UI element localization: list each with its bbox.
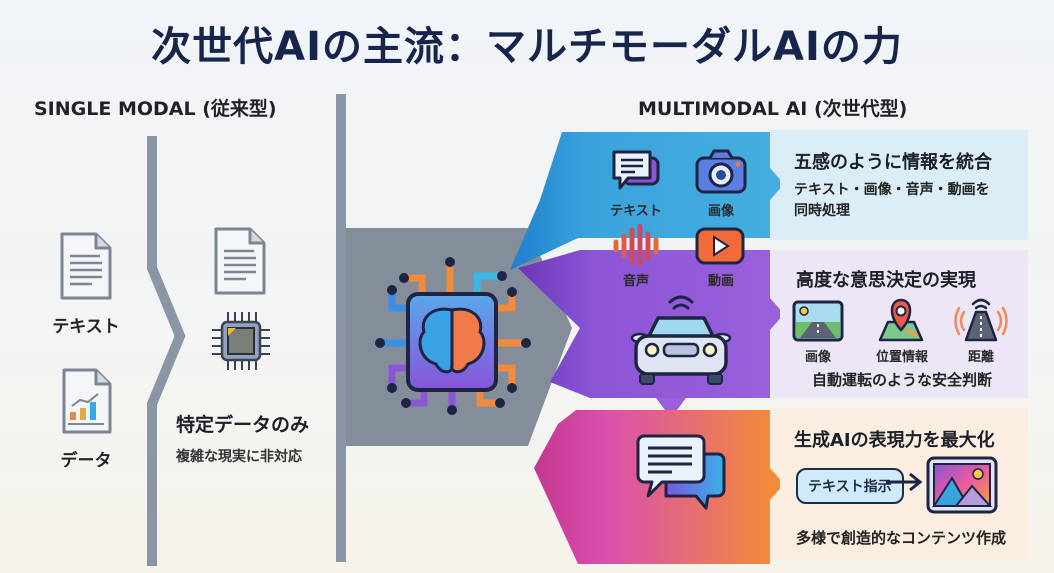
input-label-data: データ (60, 451, 112, 471)
panel-bg-integration (770, 130, 1028, 240)
chat-bubble-icon (612, 150, 660, 190)
panel-integration-subtitle-line1: テキスト・画像・音声・動画を (794, 182, 990, 198)
modality-label-video: 動画 (707, 274, 734, 289)
modality-label-image: 画像 (707, 204, 734, 219)
chip-icon (212, 312, 270, 370)
road-image-icon (792, 300, 844, 342)
processor-subtitle: 複雑な現実に非対応 (176, 449, 302, 465)
map-pin-icon (878, 298, 924, 342)
panel-generative-title: 生成AIの表現力を最大化 (794, 430, 995, 451)
page-title: 次世代AIの主流：マルチモーダルAIの力 (151, 24, 903, 70)
panel-decision-title: 高度な意思決定の実現 (796, 270, 976, 291)
input-label-text: テキスト (52, 317, 120, 337)
chart-document-icon (62, 368, 112, 434)
panel-decision-subtitle: 自動運転のような安全判断 (812, 371, 993, 389)
video-play-icon (695, 227, 745, 265)
camera-icon (695, 149, 747, 194)
panel-generative-subtitle: 多様で創造的なコンテンツ作成 (796, 529, 1007, 547)
decision-item-label-distance: 距離 (967, 350, 994, 365)
distance-signal-icon (954, 298, 1008, 342)
panel-integration-title: 五感のように情報を統合 (794, 152, 992, 173)
arrow-right-icon (886, 472, 923, 492)
decision-item-label-image: 画像 (804, 350, 831, 365)
single-modal-heading: SINGLE MODAL (従来型) (34, 98, 277, 120)
document-icon (214, 227, 266, 295)
multimodal-heading: MULTIMODAL AI (次世代型) (638, 98, 908, 120)
connected-car-icon (630, 295, 732, 385)
panel-integration-subtitle-line2: 同時処理 (794, 203, 850, 219)
text-prompt-bubble: テキスト指示 (796, 468, 904, 504)
chat-bubbles-icon (636, 434, 726, 510)
modality-label-audio: 音声 (622, 274, 649, 289)
modality-label-text: テキスト (610, 204, 662, 219)
section-divider (336, 94, 346, 562)
brain-chip-icon (375, 257, 531, 415)
generated-image-icon (926, 456, 998, 514)
audio-wave-icon (613, 224, 659, 266)
document-icon (60, 232, 112, 300)
processor-title: 特定データのみ (176, 414, 310, 436)
chevron-divider (147, 136, 186, 566)
decision-item-label-location: 位置情報 (875, 350, 928, 365)
